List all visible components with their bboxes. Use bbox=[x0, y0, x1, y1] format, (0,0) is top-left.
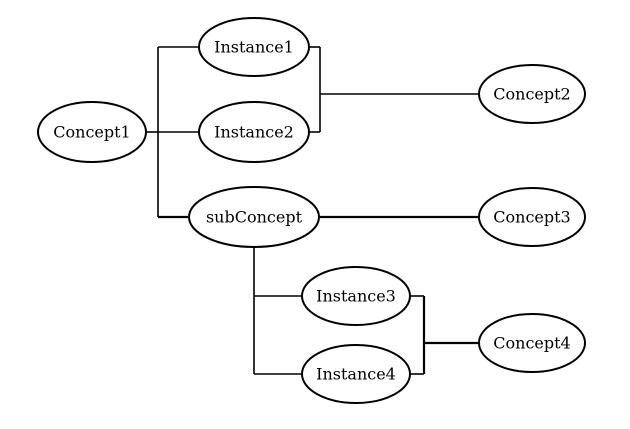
node-concept2[interactable]: Concept2 bbox=[478, 64, 586, 124]
edges bbox=[146, 46, 479, 375]
node-concept2-ellipse bbox=[478, 64, 586, 124]
node-instance4-label: Instance4 bbox=[316, 365, 396, 384]
node-instance2-label: Instance2 bbox=[214, 123, 294, 142]
node-instance1-label: Instance1 bbox=[214, 38, 294, 57]
node-instance3[interactable]: Instance3 bbox=[301, 266, 411, 326]
node-concept3-label: Concept3 bbox=[493, 208, 570, 227]
node-instance2[interactable]: Instance2 bbox=[198, 101, 310, 163]
node-instance4[interactable]: Instance4 bbox=[301, 344, 411, 404]
node-subconcept[interactable]: subConcept bbox=[188, 186, 320, 248]
node-concept1-label: Concept1 bbox=[53, 123, 130, 142]
node-instance1-ellipse bbox=[198, 17, 310, 77]
node-concept4[interactable]: Concept4 bbox=[478, 313, 586, 373]
node-concept3-ellipse bbox=[478, 187, 586, 247]
node-concept4-label: Concept4 bbox=[493, 334, 570, 353]
node-instance3-label: Instance3 bbox=[316, 287, 396, 306]
node-instance3-ellipse bbox=[301, 266, 411, 326]
node-concept1-ellipse bbox=[37, 101, 147, 163]
node-concept2-label: Concept2 bbox=[493, 85, 570, 104]
node-concept4-ellipse bbox=[478, 313, 586, 373]
node-concept3[interactable]: Concept3 bbox=[478, 187, 586, 247]
node-instance1[interactable]: Instance1 bbox=[198, 17, 310, 77]
node-subconcept-ellipse bbox=[188, 186, 320, 248]
node-concept1[interactable]: Concept1 bbox=[37, 101, 147, 163]
node-instance4-ellipse bbox=[301, 344, 411, 404]
node-instance2-ellipse bbox=[198, 101, 310, 163]
node-subconcept-label: subConcept bbox=[206, 208, 303, 227]
